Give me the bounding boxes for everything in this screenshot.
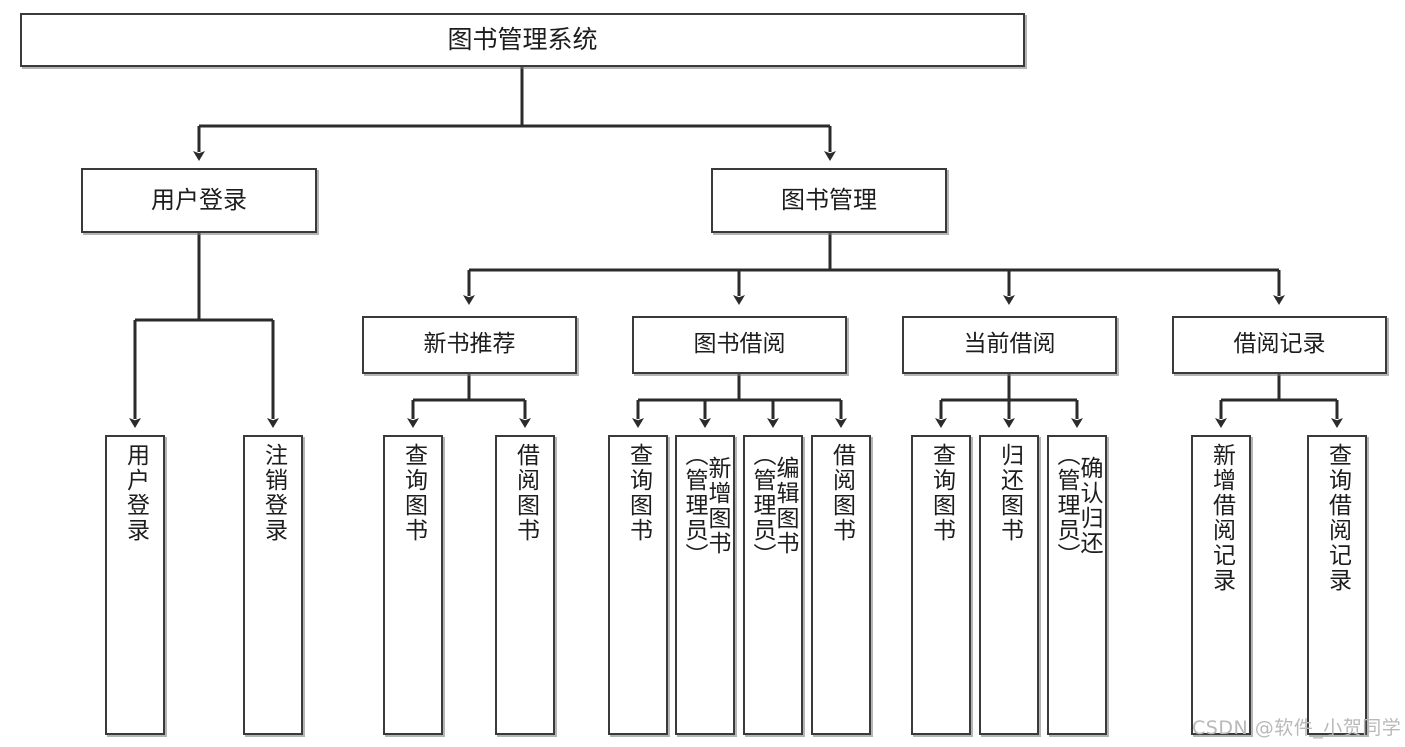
leaf-current-borrow-3[interactable]: 确认归还 （管理员） <box>1047 435 1107 735</box>
node-user-login[interactable]: 用户登录 <box>81 168 317 233</box>
leaf-new-book-1[interactable]: 查询图书 <box>383 435 443 735</box>
csdn-watermark: CSDN @软件_小贺同学 <box>1192 717 1402 739</box>
node-new-book-recommend[interactable]: 新书推荐 <box>362 316 577 374</box>
leaf-new-book-2-label: 借阅图书 <box>512 443 539 543</box>
node-user-login-label: 用户登录 <box>151 186 247 215</box>
leaf-current-borrow-2[interactable]: 归还图书 <box>979 435 1039 735</box>
leaf-new-book-2[interactable]: 借阅图书 <box>495 435 555 735</box>
leaf-user-login-2[interactable]: 注销登录 <box>243 435 303 735</box>
leaf-book-borrow-1-label: 查询图书 <box>625 443 652 543</box>
leaf-current-borrow-1-label: 查询图书 <box>928 443 955 543</box>
leaf-borrow-record-1-label: 新增借阅记录 <box>1208 443 1235 593</box>
node-current-borrow[interactable]: 当前借阅 <box>902 316 1117 374</box>
leaf-borrow-record-2[interactable]: 查询借阅记录 <box>1307 435 1367 735</box>
node-book-manage-label: 图书管理 <box>781 186 877 215</box>
node-borrow-record[interactable]: 借阅记录 <box>1172 316 1387 374</box>
leaf-book-borrow-2-label: 新增图书 （管理员） <box>681 443 730 568</box>
node-root[interactable]: 图书管理系统 <box>20 13 1025 67</box>
node-borrow-record-label: 借阅记录 <box>1233 331 1326 358</box>
leaf-borrow-record-1[interactable]: 新增借阅记录 <box>1191 435 1251 735</box>
leaf-current-borrow-1[interactable]: 查询图书 <box>911 435 971 735</box>
leaf-new-book-1-label: 查询图书 <box>400 443 427 543</box>
leaf-book-borrow-3[interactable]: 编辑图书 （管理员） <box>743 435 803 735</box>
leaf-user-login-2-label: 注销登录 <box>260 443 287 543</box>
leaf-book-borrow-4[interactable]: 借阅图书 <box>811 435 871 735</box>
node-current-borrow-label: 当前借阅 <box>963 331 1056 358</box>
leaf-book-borrow-3-label: 编辑图书 （管理员） <box>749 443 798 568</box>
node-book-borrow-label: 图书借阅 <box>693 331 786 358</box>
node-root-label: 图书管理系统 <box>447 25 598 54</box>
leaf-book-borrow-2[interactable]: 新增图书 （管理员） <box>675 435 735 735</box>
leaf-book-borrow-1[interactable]: 查询图书 <box>608 435 668 735</box>
leaf-user-login-1-label: 用户登录 <box>122 443 149 543</box>
leaf-current-borrow-3-label: 确认归还 （管理员） <box>1053 443 1102 568</box>
node-new-book-recommend-label: 新书推荐 <box>423 331 516 358</box>
leaf-borrow-record-2-label: 查询借阅记录 <box>1324 443 1351 593</box>
node-book-manage[interactable]: 图书管理 <box>711 168 947 233</box>
leaf-user-login-1[interactable]: 用户登录 <box>105 435 165 735</box>
leaf-book-borrow-4-label: 借阅图书 <box>828 443 855 543</box>
node-book-borrow[interactable]: 图书借阅 <box>632 316 847 374</box>
leaf-current-borrow-2-label: 归还图书 <box>996 443 1023 543</box>
